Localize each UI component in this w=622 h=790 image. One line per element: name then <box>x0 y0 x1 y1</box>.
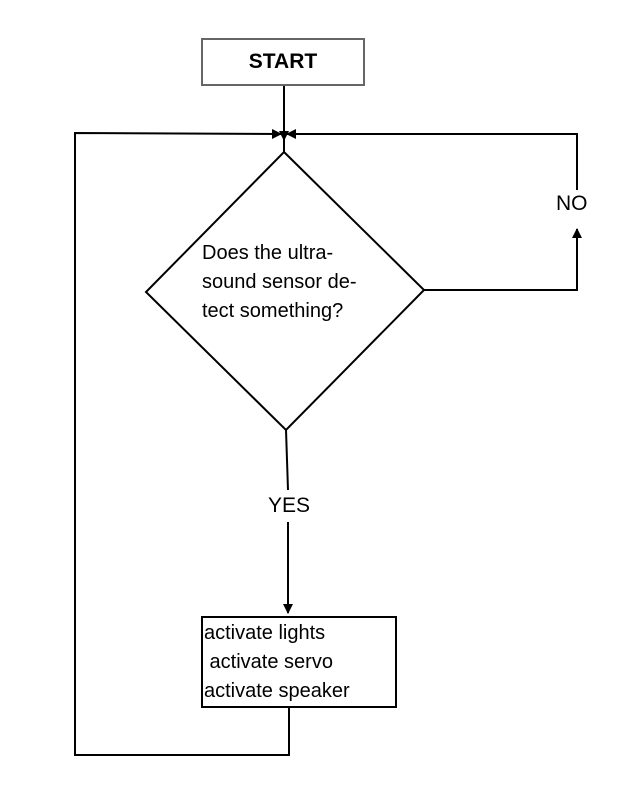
start-node: START <box>201 38 365 86</box>
decision-line: sound sensor de- <box>202 271 357 293</box>
action-line: activate speaker <box>204 680 350 702</box>
loop-back-connector <box>74 128 290 756</box>
decision-line: Does the ultra- <box>202 242 334 264</box>
action-line: activate servo <box>204 651 333 673</box>
no-return-connector <box>286 129 578 190</box>
decision-question: Does the ultra- sound sensor de- tect so… <box>202 239 402 326</box>
action-line: activate lights <box>204 622 326 644</box>
no-label: NO <box>556 192 588 215</box>
yes-branch-connector <box>285 429 289 491</box>
decision-line: tect something? <box>202 300 344 322</box>
yes-label: YES <box>268 494 311 517</box>
no-branch-connector <box>424 228 582 291</box>
start-label: START <box>248 50 318 73</box>
action-node: activate lights activate servo activate … <box>201 616 397 708</box>
